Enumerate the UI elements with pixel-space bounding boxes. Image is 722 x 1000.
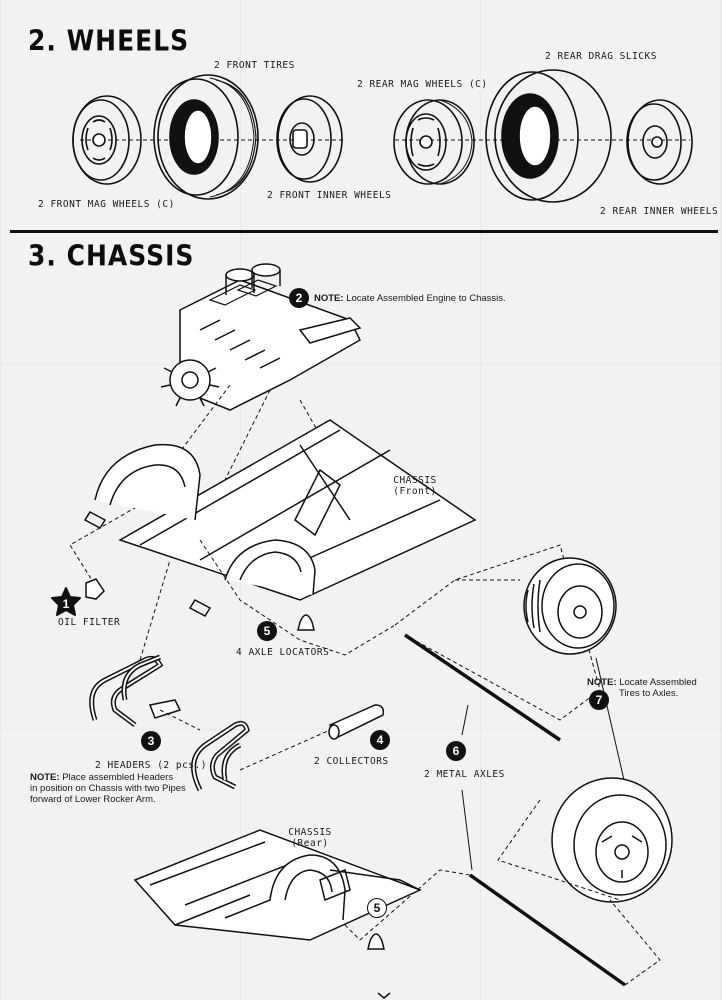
headers-note: NOTE: Place assembled Headers in positio… — [30, 772, 186, 805]
step-4-badge: 4 — [370, 730, 390, 750]
step-2-badge: 2 — [289, 288, 309, 308]
header-part — [89, 654, 250, 792]
front-mag-wheel-part — [72, 95, 142, 185]
label-axle-locators: 4 AXLE LOCATORS — [236, 647, 330, 658]
step-1-badge: 1 — [51, 589, 81, 619]
section-title-wheels: 2. WHEELS — [28, 24, 190, 58]
rear-tire-assembled-part — [551, 777, 673, 903]
step-7-badge: 7 — [589, 690, 609, 710]
tires-note-label: NOTE: — [587, 677, 617, 688]
headers-note-line2: in position on Chassis with two Pipes — [30, 783, 186, 794]
chassis-front-part — [83, 419, 477, 617]
rear-inner-wheel-part — [626, 99, 693, 185]
headers-note-label: NOTE: — [30, 772, 60, 783]
headers-note-line1: Place assembled Headers — [62, 772, 174, 783]
front-tire-assembled-part — [523, 557, 617, 655]
engine-note: NOTE: Locate Assembled Engine to Chassis… — [314, 293, 506, 304]
oil-filter-part — [85, 578, 105, 600]
front-tire-part — [153, 74, 259, 200]
step-6-badge: 6 — [446, 741, 466, 761]
engine-note-label: NOTE: — [314, 293, 344, 304]
step-5-rear-badge: 5 — [367, 898, 387, 918]
label-chassis-rear-line2: (Rear) — [291, 838, 329, 849]
axle-locator-rear-part — [367, 933, 385, 950]
rear-drag-slick-part — [485, 69, 612, 203]
collector-part — [328, 704, 385, 740]
label-rear-drag-slicks: 2 REAR DRAG SLICKS — [545, 51, 657, 62]
tires-note-line2: Tires to Axles. — [619, 688, 679, 699]
label-collectors: 2 COLLECTORS — [314, 756, 389, 767]
label-metal-axles: 2 METAL AXLES — [424, 769, 505, 780]
section-divider — [10, 230, 718, 233]
label-headers: 2 HEADERS (2 pcs.) — [95, 760, 207, 771]
label-front-tires: 2 FRONT TIRES — [214, 60, 295, 71]
label-front-inner-wheels: 2 FRONT INNER WHEELS — [267, 190, 392, 201]
step-3-badge: 3 — [141, 731, 161, 751]
label-chassis-front-line2: (Front) — [393, 486, 437, 497]
metal-axle-rear-part — [468, 873, 627, 987]
rear-mag-wheel-part — [393, 99, 475, 185]
front-inner-wheel-part — [276, 95, 343, 183]
tires-note: NOTE: Locate Assembled Tires to Axles. — [587, 677, 697, 699]
section-title-chassis: 3. CHASSIS — [28, 239, 195, 273]
label-chassis-front: CHASSIS (Front) — [390, 475, 440, 497]
step-5-badge: 5 — [257, 621, 277, 641]
label-oil-filter: OIL FILTER — [58, 617, 121, 628]
metal-axle-front-part — [404, 633, 561, 742]
engine-note-text: Locate Assembled Engine to Chassis. — [346, 293, 506, 304]
wheels-illustration — [72, 69, 693, 203]
label-rear-mag-wheels: 2 REAR MAG WHEELS (C) — [357, 79, 488, 90]
engine-part — [160, 263, 362, 411]
step-1-number: 1 — [62, 597, 70, 611]
label-chassis-rear: CHASSIS (Rear) — [285, 827, 335, 849]
headers-note-line3: forward of Lower Rocker Arm. — [30, 794, 156, 805]
axle-locator-front-part — [297, 614, 315, 631]
chassis-rear-part — [133, 829, 422, 941]
label-chassis-rear-line1: CHASSIS — [288, 827, 332, 838]
label-chassis-front-line1: CHASSIS — [393, 475, 437, 486]
label-front-mag-wheels: 2 FRONT MAG WHEELS (C) — [38, 199, 175, 210]
tires-note-line1: Locate Assembled — [619, 677, 697, 688]
label-rear-inner-wheels: 2 REAR INNER WHEELS — [600, 206, 719, 217]
